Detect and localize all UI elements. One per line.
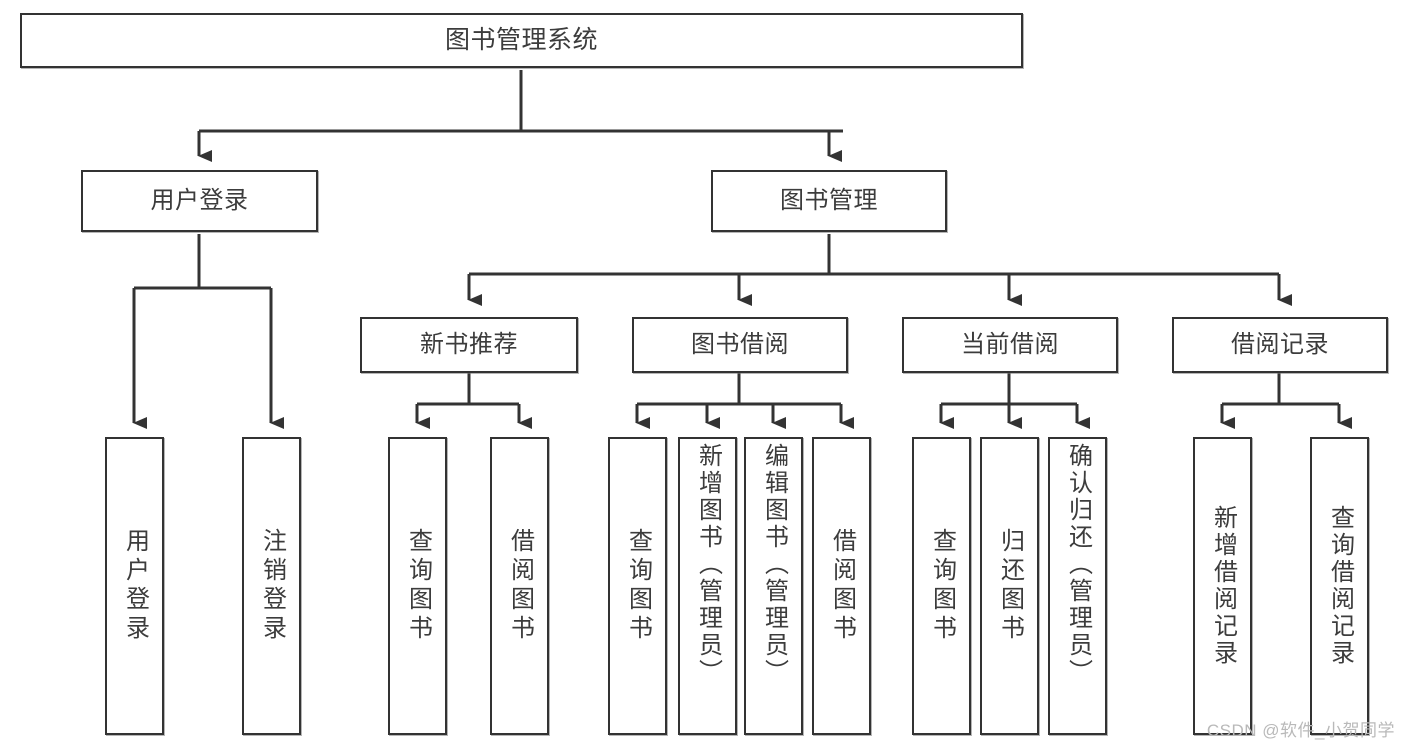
node-leaf-edit-book-label: 编辑图书（管理员） xyxy=(760,443,788,686)
node-root-system[interactable]: 图书管理系统 xyxy=(20,13,1023,68)
node-user-login-label: 用户登录 xyxy=(150,186,249,214)
watermark-text: CSDN @软件_小贺同学 xyxy=(1206,721,1395,740)
node-leaf-query-book-3[interactable]: 查询图书 xyxy=(912,437,971,735)
node-leaf-add-book[interactable]: 新增图书（管理员） xyxy=(678,437,737,735)
node-new-book-recommend[interactable]: 新书推荐 xyxy=(360,317,578,373)
node-leaf-user-login-label: 用户登录 xyxy=(121,528,149,644)
node-borrow-record-label: 借阅记录 xyxy=(1231,330,1329,358)
node-leaf-query-book-3-label: 查询图书 xyxy=(928,528,956,644)
node-leaf-query-book-2-label: 查询图书 xyxy=(624,528,652,644)
node-leaf-query-book-1-label: 查询图书 xyxy=(404,528,432,644)
node-leaf-borrow-book-1[interactable]: 借阅图书 xyxy=(490,437,549,735)
node-borrow-record[interactable]: 借阅记录 xyxy=(1172,317,1388,373)
node-book-manage-label: 图书管理 xyxy=(780,186,878,214)
node-leaf-edit-book[interactable]: 编辑图书（管理员） xyxy=(744,437,803,735)
node-book-borrow[interactable]: 图书借阅 xyxy=(632,317,848,373)
node-leaf-user-login[interactable]: 用户登录 xyxy=(105,437,164,735)
node-leaf-return-book-label: 归还图书 xyxy=(996,528,1024,644)
node-book-manage[interactable]: 图书管理 xyxy=(711,170,947,232)
node-new-book-recommend-label: 新书推荐 xyxy=(420,330,518,358)
node-leaf-query-book-1[interactable]: 查询图书 xyxy=(388,437,447,735)
node-leaf-user-logout[interactable]: 注销登录 xyxy=(242,437,301,735)
node-leaf-return-book[interactable]: 归还图书 xyxy=(980,437,1039,735)
node-leaf-user-logout-label: 注销登录 xyxy=(258,528,286,644)
node-current-borrow-label: 当前借阅 xyxy=(961,330,1059,358)
node-leaf-add-record[interactable]: 新增借阅记录 xyxy=(1193,437,1252,735)
node-leaf-borrow-book-1-label: 借阅图书 xyxy=(506,528,534,644)
node-leaf-query-record-label: 查询借阅记录 xyxy=(1326,505,1354,667)
node-leaf-borrow-book-2[interactable]: 借阅图书 xyxy=(812,437,871,735)
node-root-system-label: 图书管理系统 xyxy=(444,25,598,54)
node-leaf-add-record-label: 新增借阅记录 xyxy=(1209,505,1237,667)
node-current-borrow[interactable]: 当前借阅 xyxy=(902,317,1118,373)
node-book-borrow-label: 图书借阅 xyxy=(691,330,789,358)
node-leaf-query-book-2[interactable]: 查询图书 xyxy=(608,437,667,735)
node-leaf-query-record[interactable]: 查询借阅记录 xyxy=(1310,437,1369,735)
node-leaf-confirm-return-label: 确认归还（管理员） xyxy=(1064,443,1092,686)
node-user-login[interactable]: 用户登录 xyxy=(81,170,318,232)
node-leaf-borrow-book-2-label: 借阅图书 xyxy=(828,528,856,644)
node-leaf-add-book-label: 新增图书（管理员） xyxy=(694,443,722,686)
node-leaf-confirm-return[interactable]: 确认归还（管理员） xyxy=(1048,437,1107,735)
